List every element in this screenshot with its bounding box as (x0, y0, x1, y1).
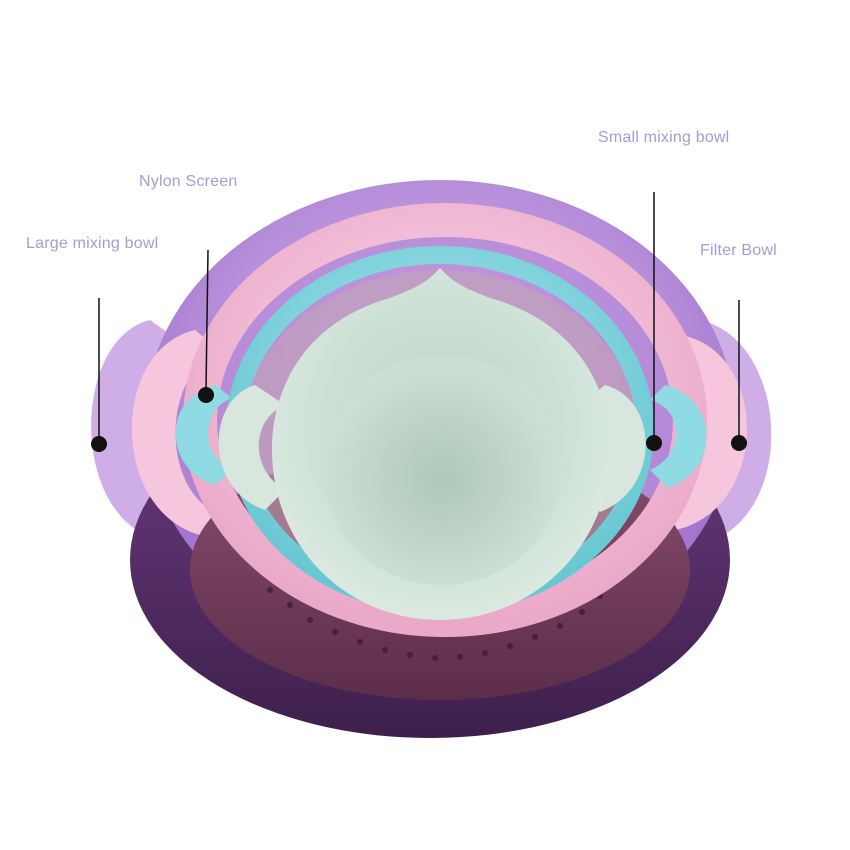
filter-bowl-right-handle (655, 335, 747, 530)
callout-leaders (91, 192, 747, 452)
filter-bowl-label: Filter Bowl (700, 242, 777, 259)
small-mixing-bowl (218, 268, 646, 620)
filter-bowl-pointer-dot (731, 435, 747, 451)
strainer-left-handle (175, 385, 232, 485)
large-bowl-pointer-dot (91, 436, 107, 452)
strainer-right-handle (650, 385, 707, 488)
small-bowl-pointer-dot (646, 435, 662, 451)
small-bowl-left-handle (218, 385, 285, 510)
nylon-screen-label: Nylon Screen (139, 173, 238, 190)
nylon-screen-pointer-dot (198, 387, 214, 403)
small-mixing-bowl-label: Small mixing bowl (598, 129, 730, 146)
filter-bowl-left-handle (131, 330, 222, 535)
large-mixing-bowl-label: Large mixing bowl (26, 235, 159, 252)
